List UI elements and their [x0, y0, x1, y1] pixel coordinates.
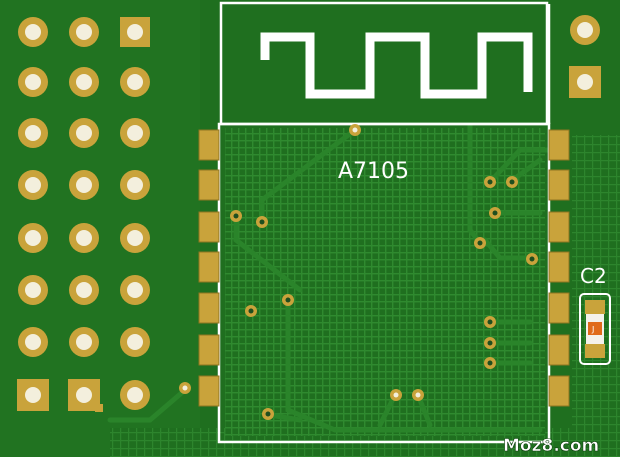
resistor-code: J — [591, 325, 594, 334]
capacitor-pad-top — [585, 300, 605, 314]
chip-label: A7105 — [338, 159, 409, 184]
module-pads-left — [198, 129, 220, 407]
module-pads-right — [548, 129, 570, 407]
right-grid-strip — [572, 135, 620, 430]
chip-outline — [217, 122, 551, 444]
vias — [95, 124, 538, 420]
capacitor-label: C2 — [580, 264, 607, 288]
right-header — [569, 15, 601, 98]
antenna-outline — [219, 1, 549, 126]
capacitor-band — [588, 322, 602, 335]
watermark: Moz8.com — [503, 436, 599, 456]
capacitor-outline — [579, 293, 611, 365]
antenna-trace — [260, 32, 533, 99]
header-holes — [17, 17, 150, 411]
capacitor-pad-bottom — [585, 344, 605, 358]
